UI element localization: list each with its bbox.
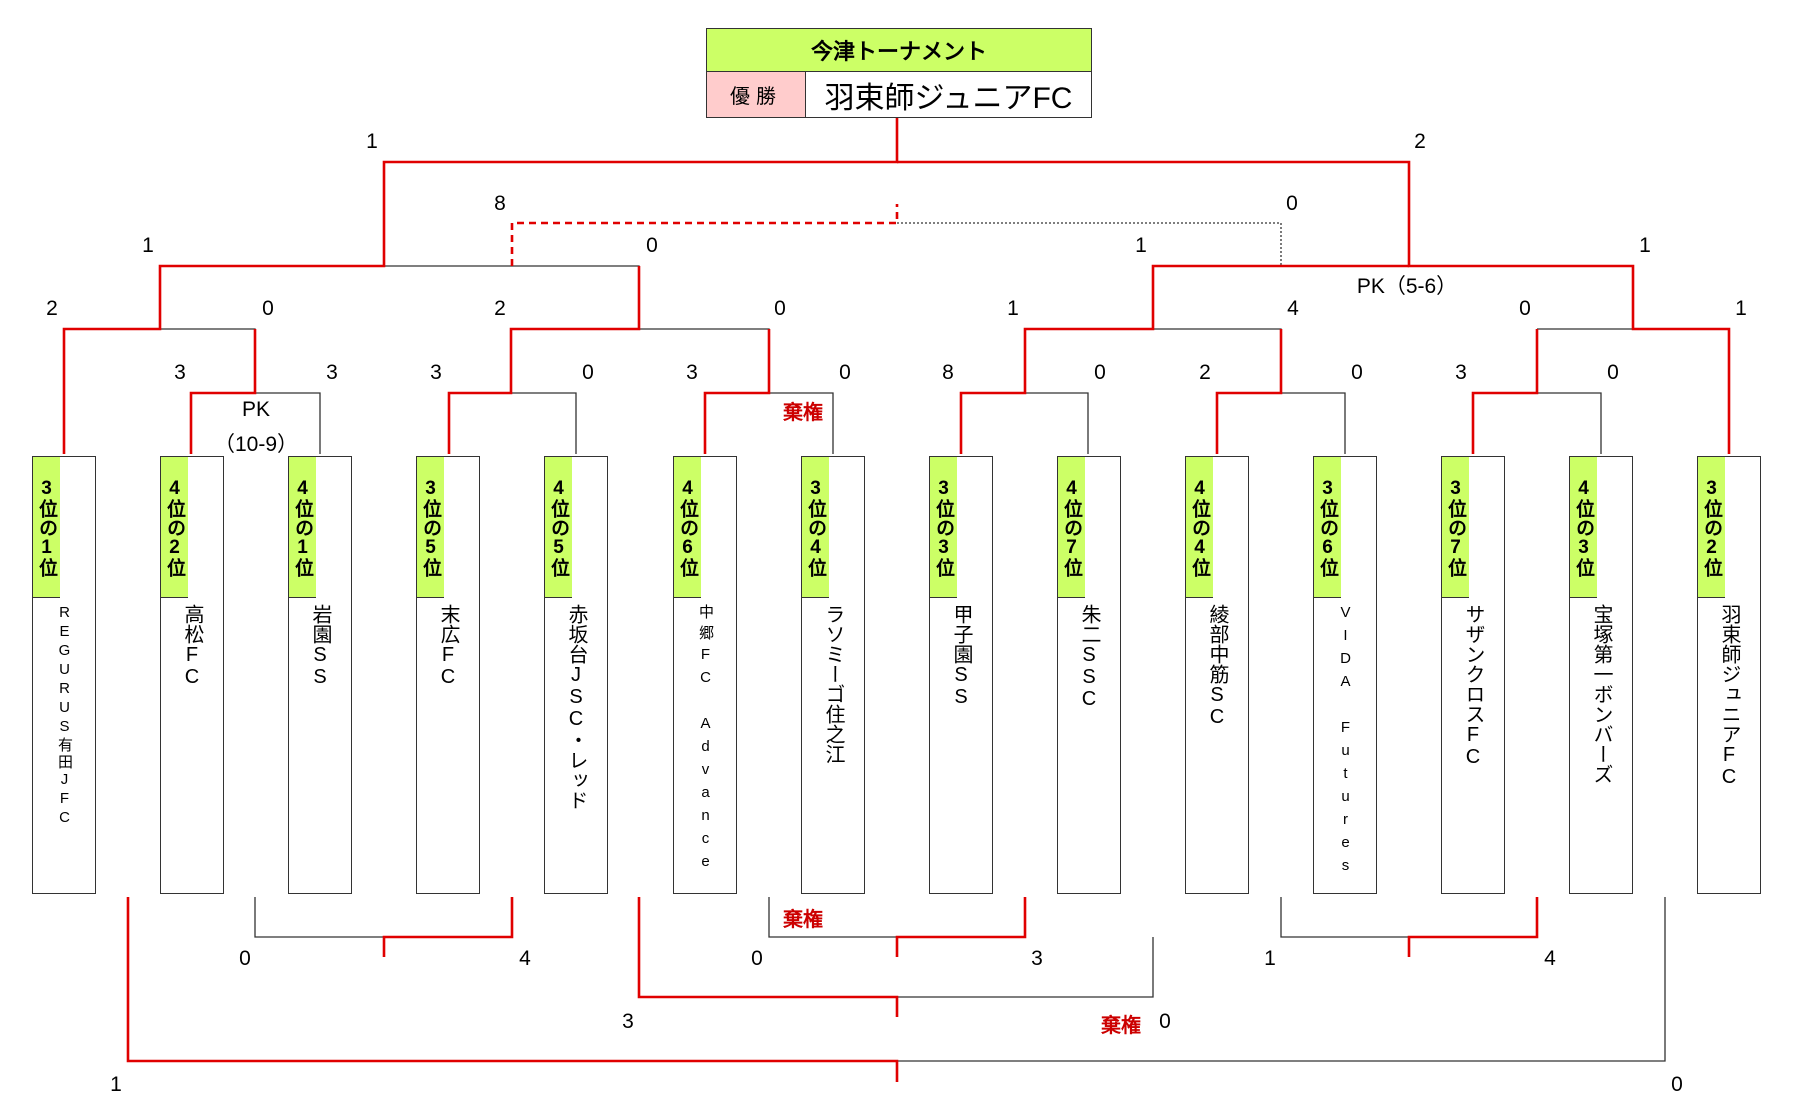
score: 1: [142, 234, 154, 257]
score: 3: [622, 1010, 634, 1033]
team-name: 高松FC: [181, 604, 203, 688]
score: 1: [1735, 297, 1747, 320]
score: 3: [430, 361, 442, 384]
team-name: 赤坂台JSC・レッド: [565, 604, 587, 810]
score: 1: [1264, 947, 1276, 970]
forfeit-note: 棄権: [783, 402, 823, 424]
team-box: 4位の3位宝塚第一ボンバーズ: [1569, 456, 1633, 894]
team-box: 3位の3位甲子園SS: [929, 456, 993, 894]
team-name: REGURUS有田JFC: [56, 604, 73, 828]
score: 4: [1544, 947, 1556, 970]
team-box: 4位の5位赤坂台JSC・レッド: [544, 456, 608, 894]
score: 0: [239, 947, 251, 970]
score: 0: [262, 297, 274, 320]
score: 0: [1094, 361, 1106, 384]
score: 0: [1607, 361, 1619, 384]
score: 0: [646, 234, 658, 257]
score: 1: [1639, 234, 1651, 257]
score: 1: [110, 1073, 122, 1096]
team-rank: 3位の1位: [33, 457, 60, 598]
team-box: 4位の7位朱二SSC: [1057, 456, 1121, 894]
team-box: 4位の4位綾部中筋SC: [1185, 456, 1249, 894]
team-name: サザンクロスFC: [1462, 604, 1484, 768]
team-box: 3位の1位 REGURUS有田JFC: [32, 456, 96, 894]
team-name: 中郷FC Advance: [697, 604, 714, 876]
team-box: 4位の6位中郷FC Advance: [673, 456, 737, 894]
score: 4: [1287, 297, 1299, 320]
team-name: 岩園SS: [309, 604, 331, 688]
team-rank: 4位の5位: [545, 457, 572, 598]
team-name: 朱二SSC: [1078, 604, 1100, 710]
tournament-title: 今津トーナメント: [707, 29, 1091, 72]
score: 0: [839, 361, 851, 384]
score: 0: [751, 947, 763, 970]
pk-label: PK: [241, 398, 271, 421]
score: 3: [174, 361, 186, 384]
tournament-header: 今津トーナメント 優勝 羽束師ジュニアFC: [706, 28, 1092, 118]
team-rank: 4位の6位: [674, 457, 701, 598]
team-name: 羽束師ジュニアFC: [1718, 604, 1740, 788]
winner-row: 優勝 羽束師ジュニアFC: [707, 72, 1091, 117]
team-name: ラソミーゴ住之江: [822, 604, 844, 764]
team-rank: 3位の7位: [1442, 457, 1469, 598]
score: 3: [1031, 947, 1043, 970]
team-box: 4位の1位岩園SS: [288, 456, 352, 894]
score: 2: [494, 297, 506, 320]
team-rank: 4位の2位: [161, 457, 188, 598]
team-name: 末広FC: [437, 604, 459, 688]
forfeit-note: 棄権: [783, 909, 823, 931]
team-box: 3位の4位ラソミーゴ住之江: [801, 456, 865, 894]
score: 0: [774, 297, 786, 320]
score: 0: [1286, 192, 1298, 215]
score: 4: [519, 947, 531, 970]
team-box: 4位の2位高松FC: [160, 456, 224, 894]
score: 0: [1671, 1073, 1683, 1096]
score: 8: [494, 192, 506, 215]
team-rank: 3位の5位: [417, 457, 444, 598]
score: 1: [1007, 297, 1019, 320]
score: 1: [366, 130, 378, 153]
team-name: VIDA Futures: [1337, 604, 1354, 880]
team-name: 綾部中筋SC: [1206, 604, 1228, 728]
winner-name: 羽束師ジュニアFC: [824, 81, 1073, 115]
score: 0: [1351, 361, 1363, 384]
score: 0: [1159, 1010, 1171, 1033]
winner-label: 優勝: [707, 72, 806, 117]
score: 2: [46, 297, 58, 320]
team-box: 3位の7位サザンクロスFC: [1441, 456, 1505, 894]
score: 3: [326, 361, 338, 384]
team-rank: 3位の6位: [1314, 457, 1341, 598]
team-rank: 4位の1位: [289, 457, 316, 598]
team-name: 甲子園SS: [950, 604, 972, 708]
pk-score: （10-9）: [213, 433, 299, 456]
score: 3: [686, 361, 698, 384]
score: 0: [582, 361, 594, 384]
score: 1: [1135, 234, 1147, 257]
team-box: 3位の6位 VIDA Futures: [1313, 456, 1377, 894]
score: 3: [1455, 361, 1467, 384]
team-rank: 4位の4位: [1186, 457, 1213, 598]
team-rank: 3位の3位: [930, 457, 957, 598]
team-name: 宝塚第一ボンバーズ: [1590, 604, 1612, 784]
team-rank: 3位の2位: [1698, 457, 1725, 598]
pk-note: PK（5-6）: [1356, 275, 1458, 298]
team-rank: 4位の3位: [1570, 457, 1597, 598]
score: 0: [1519, 297, 1531, 320]
score: 8: [942, 361, 954, 384]
score: 2: [1199, 361, 1211, 384]
team-rank: 4位の7位: [1058, 457, 1085, 598]
team-box: 3位の5位末広FC: [416, 456, 480, 894]
team-box: 3位の2位羽束師ジュニアFC: [1697, 456, 1761, 894]
forfeit-note: 棄権: [1101, 1015, 1141, 1037]
score: 2: [1414, 130, 1426, 153]
team-rank: 3位の4位: [802, 457, 829, 598]
